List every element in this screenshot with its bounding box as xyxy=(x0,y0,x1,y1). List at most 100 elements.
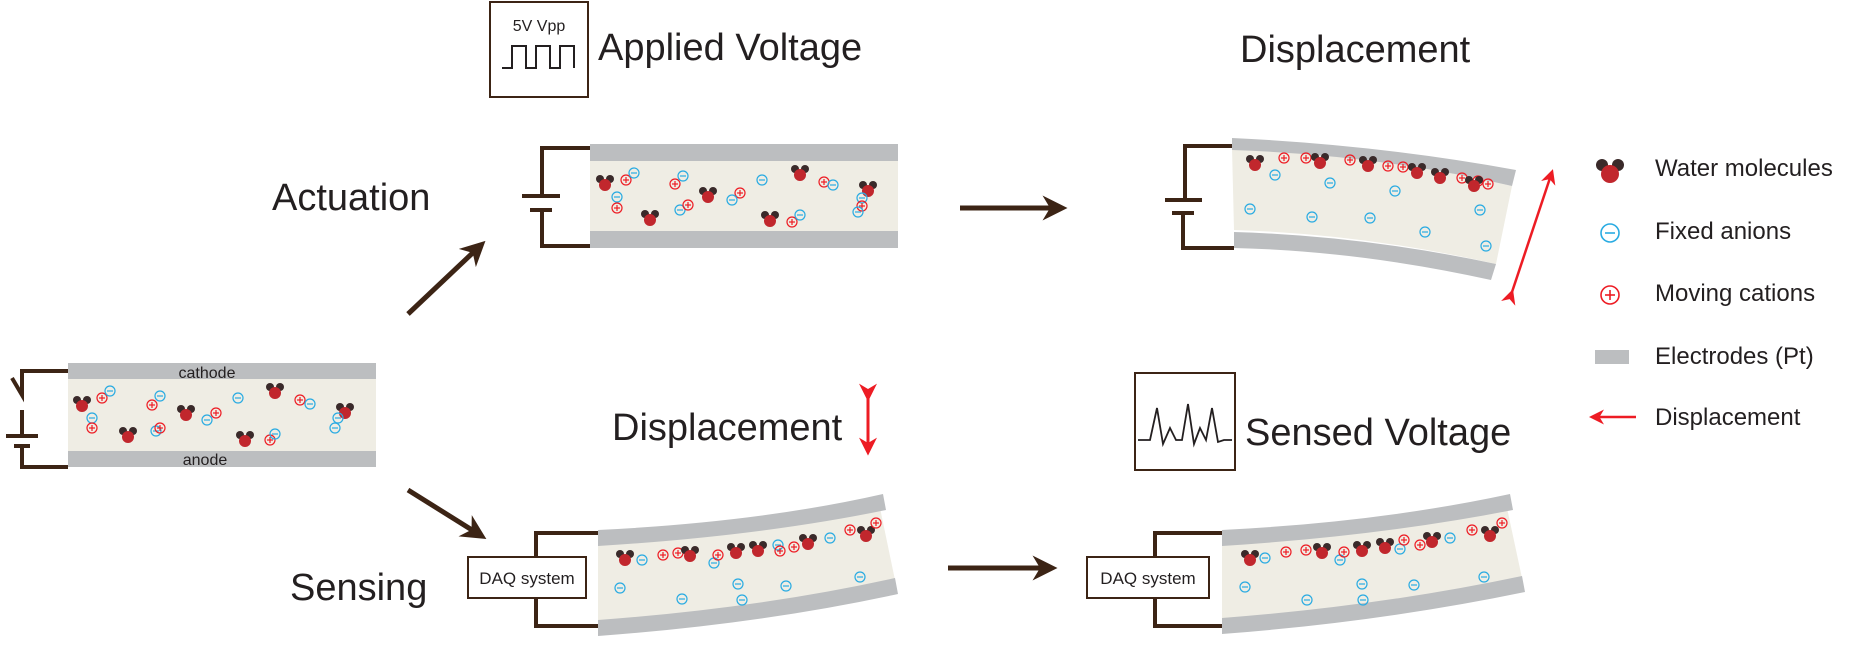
water-molecule-icon xyxy=(791,165,809,181)
daq-label-1: DAQ system xyxy=(479,569,574,588)
water-molecule-icon xyxy=(1241,550,1259,566)
anion-icon xyxy=(628,167,640,179)
cation-icon xyxy=(870,517,882,529)
cation-icon xyxy=(774,545,786,557)
cation-icon xyxy=(1300,152,1312,164)
initial-strip: cathode anode xyxy=(6,363,376,469)
anion-icon xyxy=(304,398,316,410)
anion-icon xyxy=(269,428,281,440)
water-molecule-icon xyxy=(799,534,817,550)
water-molecule-icon xyxy=(266,383,284,399)
water-molecule-icon xyxy=(749,541,767,557)
anion-icon xyxy=(1324,177,1336,189)
cation-icon xyxy=(682,199,694,211)
actuation-particles xyxy=(596,165,877,228)
water-molecule-icon xyxy=(1465,176,1483,192)
water-molecule-icon xyxy=(1423,532,1441,548)
anion-icon xyxy=(732,578,744,590)
anion-icon xyxy=(674,204,686,216)
anion-icon xyxy=(1480,240,1492,252)
anion-icon xyxy=(332,412,344,424)
branch-arrow-sensing xyxy=(406,487,487,539)
cation-icon xyxy=(1280,546,1292,558)
vpp-label: 5V Vpp xyxy=(513,18,566,35)
cation-icon xyxy=(1398,534,1410,546)
applied-voltage-title: Applied Voltage xyxy=(598,27,862,69)
anion-icon xyxy=(824,532,836,544)
anion-icon xyxy=(1408,579,1420,591)
water-molecule-icon xyxy=(596,175,614,191)
cation-icon xyxy=(1278,152,1290,164)
anion-icon xyxy=(1239,581,1251,593)
water-molecule-icon xyxy=(1359,156,1377,172)
cation-icon xyxy=(86,422,98,434)
daq-box-1 xyxy=(467,556,587,599)
cation-icon xyxy=(657,549,669,561)
water-molecule-icon xyxy=(699,187,717,203)
cation-icon xyxy=(620,174,632,186)
water-molecule-icon xyxy=(119,427,137,443)
anion-icon xyxy=(1394,543,1406,555)
actuation-label: Actuation xyxy=(272,177,430,219)
water-molecule-icon xyxy=(1311,153,1329,169)
sensed-particles xyxy=(1239,517,1508,606)
cation-icon xyxy=(1414,539,1426,551)
anion-icon xyxy=(736,594,748,606)
anion-icon xyxy=(1269,169,1281,181)
water-molecule-icon xyxy=(727,543,745,559)
square-wave-icon xyxy=(502,45,575,69)
anion-icon xyxy=(1259,552,1271,564)
electrode-icon xyxy=(1595,350,1629,364)
daq-label-2: DAQ system xyxy=(1100,569,1195,588)
anion-icon xyxy=(1356,578,1368,590)
anion-icon xyxy=(1444,532,1456,544)
anion-icon xyxy=(772,539,784,551)
sensed-voltage-box xyxy=(1134,372,1236,471)
legend-label-water: Water molecules xyxy=(1655,155,1833,182)
sensed-voltage-title: Sensed Voltage xyxy=(1245,412,1511,454)
cation-icon xyxy=(786,216,798,228)
water-molecule-icon xyxy=(1313,543,1331,559)
sensing-bent-strip: DAQ system xyxy=(467,494,898,636)
actuation-strip xyxy=(522,144,898,248)
sensing-label: Sensing xyxy=(290,567,427,609)
cation-icon xyxy=(1600,285,1620,305)
water-molecule-icon xyxy=(641,210,659,226)
anion-icon xyxy=(636,554,648,566)
anode-label: anode xyxy=(183,452,228,469)
cation-icon xyxy=(146,399,158,411)
displacement-title-bottom: Displacement xyxy=(612,407,843,449)
cation-icon xyxy=(154,422,166,434)
water-molecule-icon xyxy=(1481,526,1499,542)
daq-box-2 xyxy=(1086,556,1210,599)
anode-electrode xyxy=(68,451,376,467)
cation-icon xyxy=(734,187,746,199)
anion-icon xyxy=(1600,223,1620,243)
water-molecule-icon xyxy=(177,405,195,421)
anion-icon xyxy=(1389,185,1401,197)
actuation-bent-strip xyxy=(1165,138,1516,280)
anion-icon xyxy=(852,206,864,218)
initial-circuit xyxy=(6,369,68,469)
water-molecule-icon xyxy=(1376,538,1394,554)
anion-icon xyxy=(611,191,623,203)
legend-label-cations: Moving cations xyxy=(1655,280,1815,307)
anion-icon xyxy=(677,170,689,182)
water-molecule-icon xyxy=(681,546,699,562)
water-molecule-icon xyxy=(236,431,254,447)
legend-label-electrodes: Electrodes (Pt) xyxy=(1655,343,1814,370)
cation-icon xyxy=(788,541,800,553)
anion-icon xyxy=(232,392,244,404)
water-molecule-icon xyxy=(1596,159,1624,183)
water-molecule-icon xyxy=(857,526,875,542)
anion-icon xyxy=(1357,594,1369,606)
water-molecule-icon xyxy=(1353,541,1371,557)
sensing-particles xyxy=(614,517,882,606)
anion-icon xyxy=(104,385,116,397)
anion-icon xyxy=(854,571,866,583)
bent-actuation-circuit xyxy=(1165,144,1234,250)
cathode-electrode xyxy=(68,363,376,379)
cation-icon xyxy=(294,394,306,406)
